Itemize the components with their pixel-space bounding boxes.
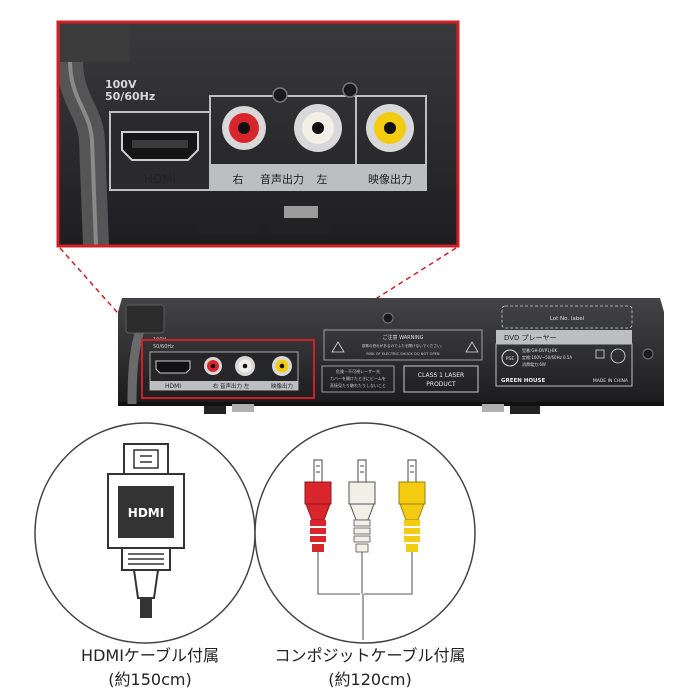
screw [342, 82, 358, 98]
composite-caption-line-1: コンポジットケーブル付属 [274, 646, 466, 665]
laser-caution-label: 危険－不可視レーザー光 カバーを開けたときにビームを 直接見たり触れたりしないこ… [321, 365, 395, 393]
back-video-label: 映像出力 [271, 382, 293, 390]
class-laser-line-2: PRODUCT [426, 381, 456, 388]
back-hdmi-port [155, 360, 191, 374]
composite-cable-caption: コンポジットケーブル付属 (約120cm) [250, 644, 490, 692]
model-line: 型番:GH-DVP1J-BK [522, 347, 558, 353]
warning-title: ご注意 WARNING [383, 334, 424, 341]
zoom-rca-yellow [366, 104, 414, 152]
zoom-audio-right: 右 [233, 172, 244, 186]
hdmi-plug-label: HDMI [128, 506, 164, 520]
back-voltage-2: 50/60Hz [153, 344, 174, 350]
zoom-voltage-1: 100V [105, 78, 137, 91]
brand-name: GREEN HOUSE [501, 378, 545, 384]
warning-label: ご注意 WARNING 感電の恐れがあるのでふたを開けないでください。 RISK… [323, 329, 483, 361]
zoom-video-label: 映像出力 [368, 172, 412, 186]
zoom-audio-label: 音声出力 [260, 172, 304, 186]
back-highlight-border [141, 339, 315, 399]
zoom-highlight-border [56, 20, 460, 248]
hdmi-caption-line-2: (約150cm) [108, 670, 192, 689]
zoom-audio-left: 左 [317, 173, 328, 186]
zoom-rca-red [222, 106, 266, 150]
product-name: DVD プレーヤー [504, 334, 557, 342]
composite-caption-line-2: (約120cm) [328, 670, 412, 689]
warning-text-1: 感電の恐れがあるのでふたを開けないでください。 [362, 343, 445, 348]
cord-plug [60, 22, 130, 62]
zoom-rca-white [294, 104, 342, 152]
composite-plug-white [348, 459, 376, 553]
made-in-label: MADE IN CHINA [593, 378, 629, 384]
composite-plug-yellow [398, 459, 426, 552]
hdmi-cable-illustration: HDMI [34, 422, 256, 644]
hdmi-cable-caption: HDMIケーブル付属 (約150cm) [40, 644, 260, 692]
pse-mark: PSE [506, 356, 515, 362]
zoom-connector-right [313, 247, 457, 339]
zoom-voltage-2: 50/60Hz [105, 90, 155, 103]
warning-text-2: RISK OF ELECTRIC SHOCK DO NOT OPEN [366, 352, 440, 356]
screw [272, 87, 288, 103]
back-audio-labels: 右 音声出力 左 [213, 382, 250, 390]
class-laser-label: CLASS 1 LASER PRODUCT [403, 365, 479, 393]
laser-text-3: 直接見たり触れたりしないこと [330, 382, 386, 388]
rating-plate: Lot No. label DVD プレーヤー PSE 型番:GH-DVP1J-… [495, 305, 633, 387]
hdmi-caption-line-1: HDMIケーブル付属 [81, 646, 219, 665]
rating-line: 定格:100V~50/60Hz 0.5A [522, 354, 572, 360]
dvd-player-back: 100V 50/60Hz HDMI 右 音声出力 左 映像出力 ご注意 WARN… [118, 298, 664, 414]
laser-text-2: カバーを開けたときにビームを [330, 375, 386, 381]
laser-text-1: 危険－不可視レーザー光 [336, 368, 380, 374]
composite-plug-red [304, 459, 332, 552]
composite-cable-illustration [254, 422, 476, 644]
lot-label: Lot No. label [550, 316, 585, 322]
back-hdmi-label: HDMI [165, 383, 181, 390]
power-line: 消費電力:6W [522, 361, 546, 367]
zoom-hdmi-label: HDMI [144, 172, 176, 186]
class-laser-line-1: CLASS 1 LASER [418, 372, 464, 379]
zoom-panel: 100V 50/60Hz HDMI 右 音声出力 [56, 20, 460, 248]
